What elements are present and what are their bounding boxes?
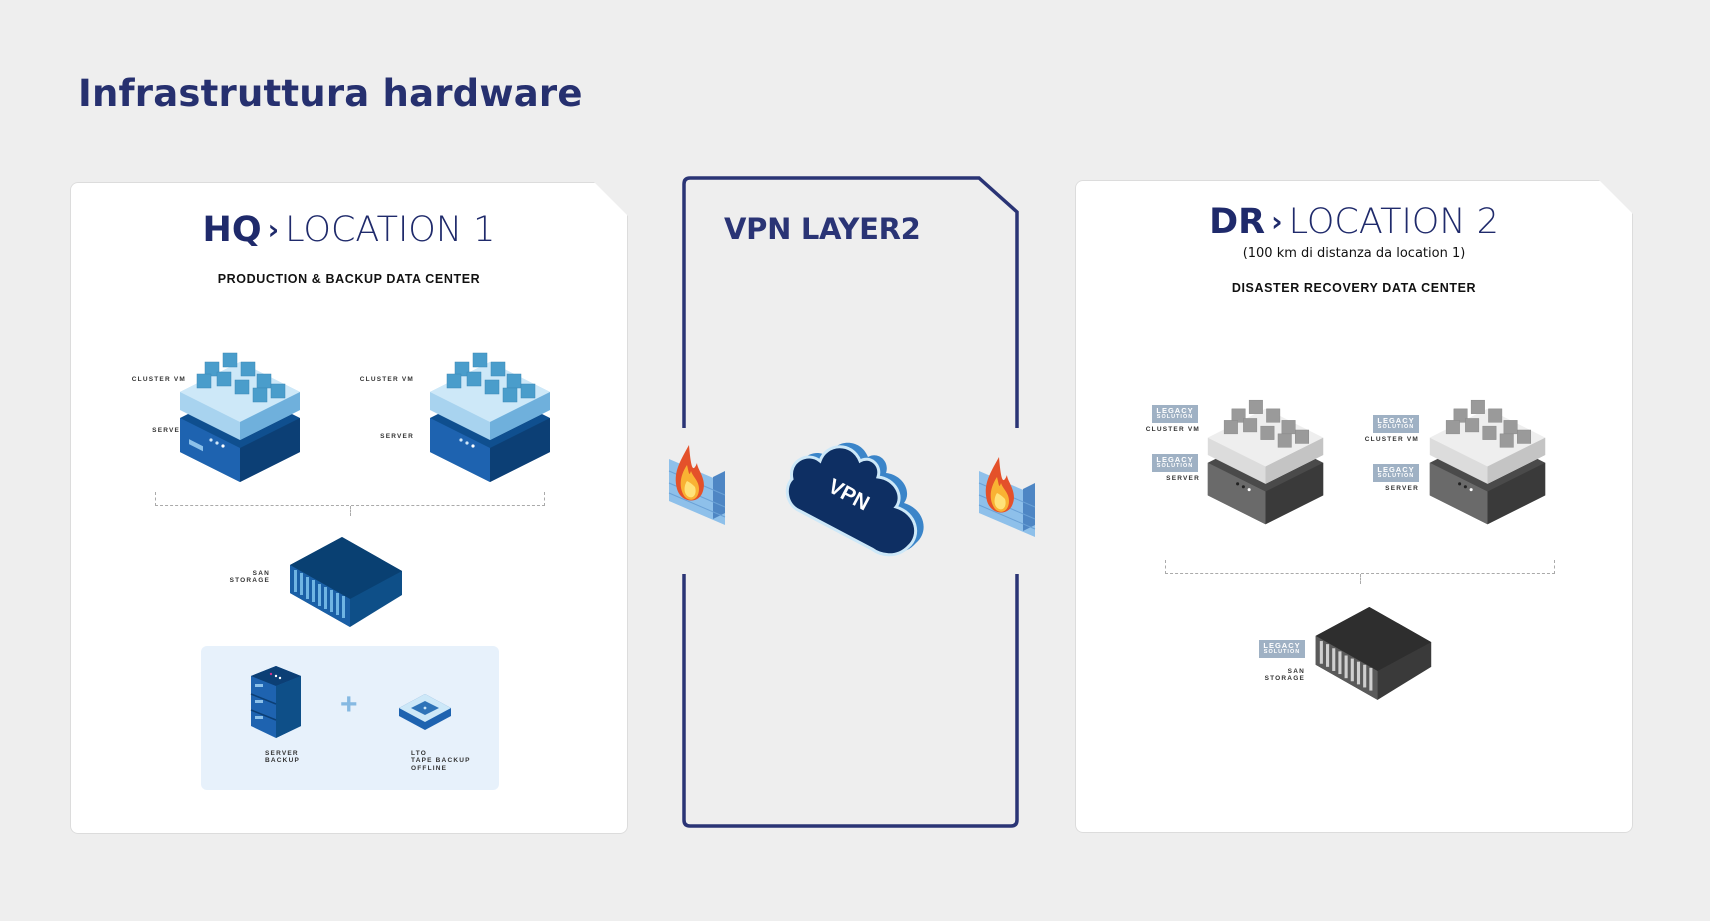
server-label: SERVER [152, 427, 186, 434]
legacy-bottom: SOLUTION [1156, 462, 1194, 469]
legacy-bottom: SOLUTION [1263, 648, 1301, 655]
legacy-bottom: SOLUTION [1377, 472, 1415, 479]
hq-location-card: HQ›LOCATION 1 PRODUCTION & BACKUP DATA C… [70, 182, 628, 834]
plus-icon: + [340, 688, 358, 721]
san-storage-icon [290, 537, 405, 632]
dr-title: DR›LOCATION 2 [1075, 202, 1633, 242]
storage-connector [1360, 574, 1361, 584]
dr-subtitle: (100 km di distanza da location 1) [1242, 246, 1466, 261]
chevron-right-icon: › [1271, 205, 1283, 238]
storage-connector [350, 506, 351, 516]
legacy-top: LEGACY [1156, 455, 1194, 464]
server-backup-line1: SERVER [265, 750, 299, 757]
cluster-connector [155, 492, 545, 506]
legacy-server-cluster-icon [1425, 385, 1550, 525]
legacy-server-cluster-icon [1203, 385, 1328, 525]
dr-location-card: DR›LOCATION 2 (100 km di distanza da loc… [1075, 180, 1633, 833]
tape-line1: LTO [411, 750, 427, 757]
firewall-icon [978, 457, 1036, 537]
vpn-layer2-frame [682, 176, 1019, 828]
legacy-top: LEGACY [1156, 406, 1194, 415]
server-backup-line2: BACKUP [265, 757, 301, 765]
server-label: SERVER [1385, 485, 1419, 492]
dr-tag: DISASTER RECOVERY DATA CENTER [1231, 281, 1477, 295]
hq-title-bold: HQ [202, 210, 262, 250]
legacy-top: LEGACY [1263, 641, 1301, 650]
san-label-line1: SAN [252, 570, 270, 577]
legacy-top: LEGACY [1377, 416, 1415, 425]
chevron-right-icon: › [267, 213, 280, 246]
vpn-title: VPN LAYER2 [724, 212, 921, 246]
cluster-vm-label: CLUSTER VM [1364, 436, 1419, 443]
cluster-vm-label: CLUSTER VM [359, 376, 414, 383]
hq-tag: PRODUCTION & BACKUP DATA CENTER [217, 272, 481, 286]
san-label-line2: STORAGE [1264, 675, 1305, 683]
server-backup-icon [249, 666, 303, 738]
legacy-san-storage-icon [1315, 607, 1435, 705]
tape-line3: OFFLINE [411, 764, 448, 772]
cluster-connector [1165, 560, 1555, 574]
server-label: SERVER [380, 433, 414, 440]
dr-title-bold: DR [1209, 202, 1266, 242]
legacy-top: LEGACY [1377, 465, 1415, 474]
san-label-line1: SAN [1287, 668, 1305, 675]
tape-line2: TAPE BACKUP [411, 757, 471, 765]
vm-cubes [197, 353, 285, 402]
legacy-bottom: SOLUTION [1377, 423, 1415, 430]
hq-title: HQ›LOCATION 1 [70, 210, 628, 250]
server-cluster-icon [425, 340, 555, 480]
tape-backup-icon [399, 692, 451, 730]
cluster-vm-label: CLUSTER VM [131, 376, 186, 383]
cluster-vm-label: CLUSTER VM [1145, 426, 1200, 433]
san-label-line2: STORAGE [229, 577, 270, 585]
server-cluster-icon [175, 340, 305, 480]
vpn-cloud-icon: VPN [785, 442, 924, 557]
dr-title-location: LOCATION 2 [1288, 202, 1499, 242]
page-title: Infrastruttura hardware [78, 72, 583, 115]
legacy-bottom: SOLUTION [1156, 413, 1194, 420]
server-label: SERVER [1166, 475, 1200, 482]
hq-title-location: LOCATION 1 [285, 210, 496, 250]
firewall-icon [668, 445, 726, 525]
